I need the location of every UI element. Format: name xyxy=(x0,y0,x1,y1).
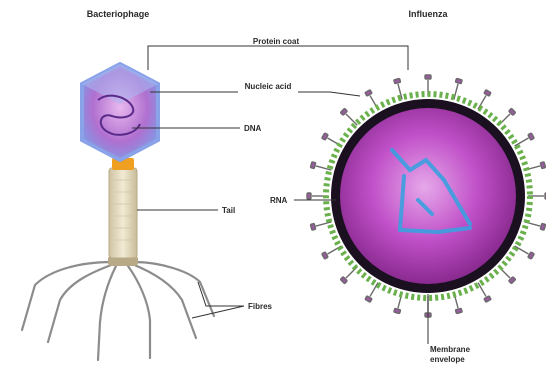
tail-fibres xyxy=(22,262,214,360)
bacteriophage-title: Bacteriophage xyxy=(87,9,150,19)
virus-interior xyxy=(340,108,516,284)
label-nucleic-acid: Nucleic acid xyxy=(245,82,292,91)
label-protein-coat: Protein coat xyxy=(253,37,300,46)
influenza-title: Influenza xyxy=(408,9,448,19)
influenza-virus xyxy=(307,75,546,317)
label-membrane-envelope-line2: envelope xyxy=(430,355,465,364)
bacteriophage xyxy=(22,64,214,360)
label-dna: DNA xyxy=(244,124,262,133)
label-tail: Tail xyxy=(222,206,235,215)
tail-sheath xyxy=(109,168,137,258)
label-fibres: Fibres xyxy=(248,302,273,311)
label-membrane-envelope-line1: Membrane xyxy=(430,345,471,354)
label-rna: RNA xyxy=(270,196,288,205)
